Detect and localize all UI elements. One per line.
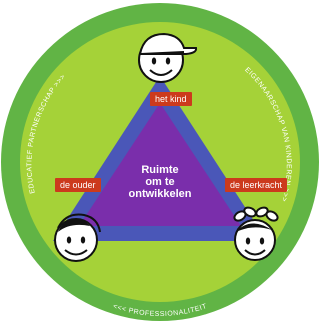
center-line-3: ontwikkelen xyxy=(128,188,192,200)
triangle-inner xyxy=(79,103,241,226)
center-text: Ruimte om te ontwikkelen xyxy=(118,164,202,200)
teacher-face-icon xyxy=(233,206,279,261)
label-parent: de ouder xyxy=(55,178,101,192)
label-child: het kind xyxy=(150,92,192,106)
center-line-2: om te xyxy=(145,176,175,188)
parent-face-icon xyxy=(54,213,101,262)
child-face-icon xyxy=(138,32,198,83)
center-line-1: Ruimte xyxy=(141,164,179,176)
label-teacher: de leerkracht xyxy=(225,178,288,192)
